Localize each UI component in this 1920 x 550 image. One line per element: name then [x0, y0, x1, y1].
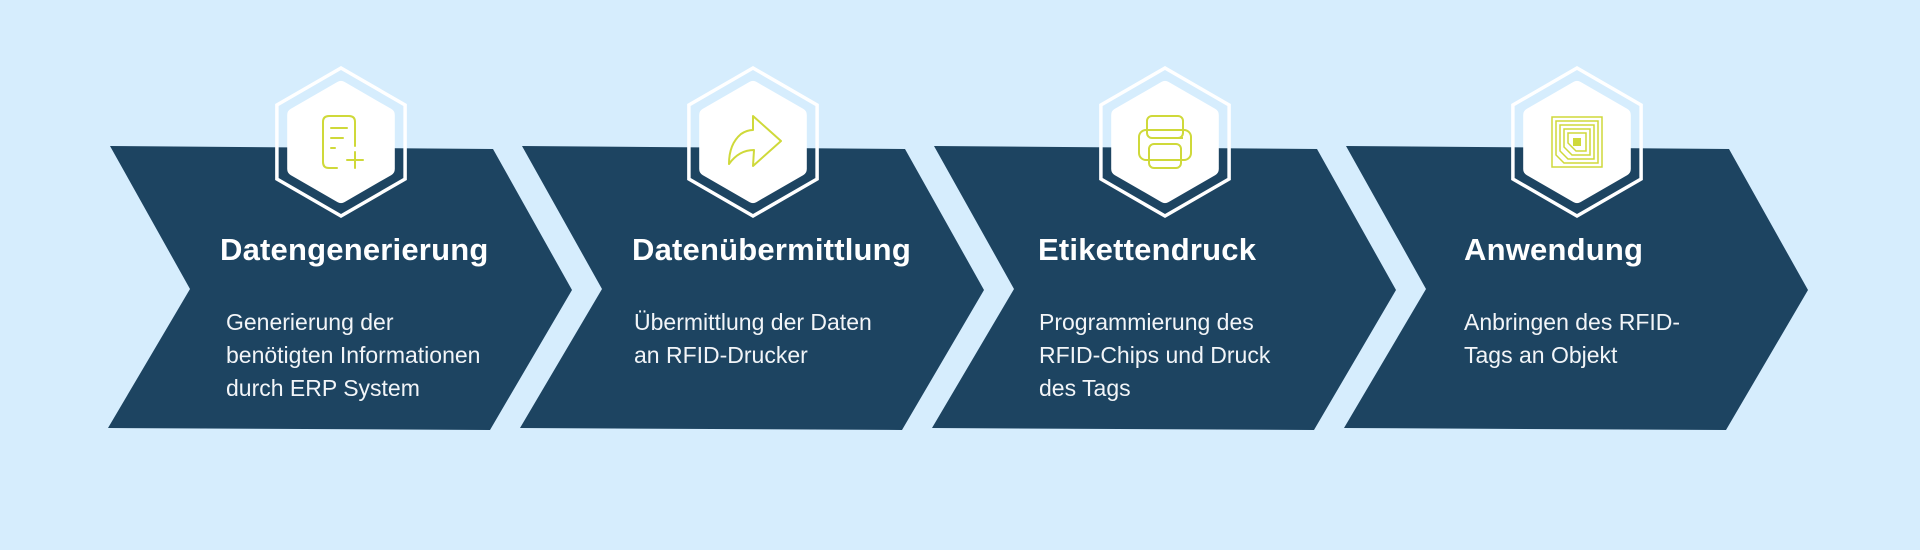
chevron-step-4 [1344, 146, 1808, 430]
hexagon-outline [1099, 65, 1231, 219]
share-arrow-icon [728, 115, 782, 167]
hex-badge [687, 65, 819, 219]
hex-badge [275, 65, 407, 219]
hexagon-outline [687, 65, 819, 219]
rfid-tag-icon [1551, 116, 1603, 168]
hex-badge [1511, 65, 1643, 219]
chevron-step-1 [108, 146, 572, 430]
chevron-step-3 [932, 146, 1396, 430]
printer-icon [1138, 115, 1192, 169]
hex-badge [1099, 65, 1231, 219]
chevron-step-2 [520, 146, 984, 430]
hexagon-fill [287, 81, 395, 203]
document-add-icon [322, 115, 364, 169]
hexagon-outline [275, 65, 407, 219]
hexagon-fill [1111, 81, 1219, 203]
hexagon-outline [1511, 65, 1643, 219]
hexagon-fill [699, 81, 807, 203]
